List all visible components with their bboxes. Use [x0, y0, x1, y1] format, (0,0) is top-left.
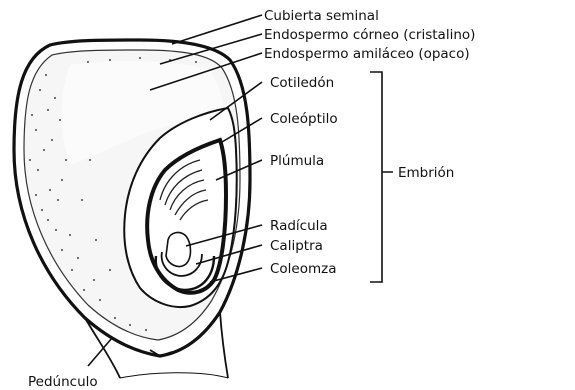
label-floury-endosperm: Endospermo amiláceo (opaco) — [264, 46, 470, 62]
label-scutellum: Cotiledón — [270, 75, 334, 91]
label-seed-coat: Cubierta seminal — [264, 8, 379, 24]
label-horny-endosperm: Endospermo córneo (cristalino) — [264, 27, 475, 43]
label-root-cap: Caliptra — [270, 238, 323, 254]
leader-seed-coat — [172, 15, 262, 44]
label-plumule: Plúmula — [270, 153, 324, 169]
label-pedicel: Pedúnculo — [28, 374, 98, 390]
label-coleoptile: Coleóptilo — [270, 111, 338, 127]
label-coleorhiza: Coleomza — [270, 261, 337, 277]
embryo-bracket — [370, 72, 393, 282]
label-radicle: Radícula — [270, 218, 328, 234]
label-embryo: Embrión — [398, 165, 454, 181]
pedicel-base — [120, 373, 228, 378]
